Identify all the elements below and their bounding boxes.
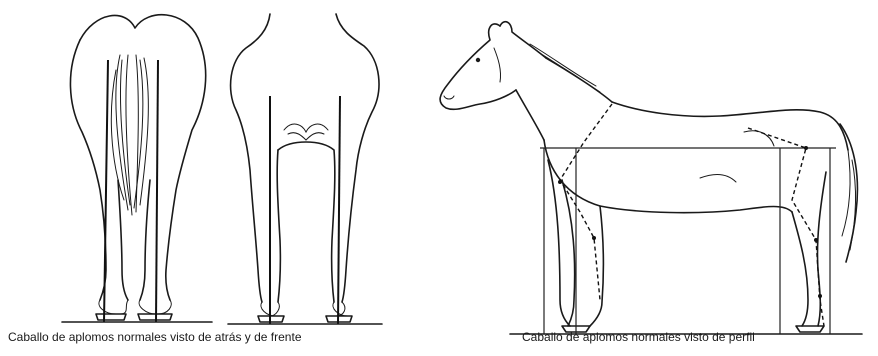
caption-rear-front: Caballo de aplomos normales visto de atr… [8, 330, 302, 344]
horse-rear-view [62, 15, 212, 322]
horse-profile-view [440, 22, 862, 334]
caption-profile: Caballo de aplomos normales visto de per… [522, 330, 755, 344]
horse-front-view [228, 14, 382, 324]
